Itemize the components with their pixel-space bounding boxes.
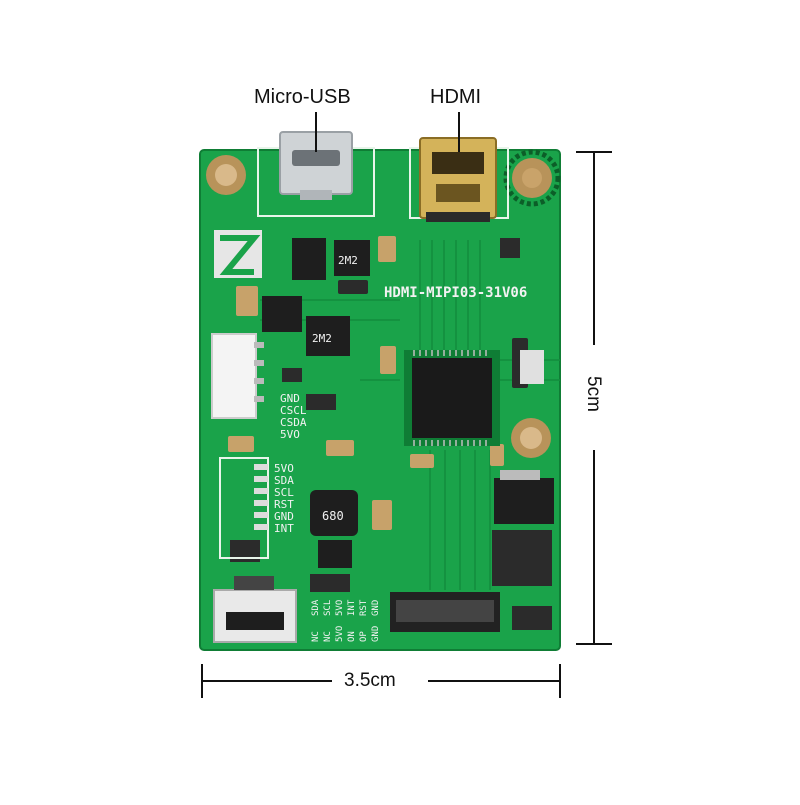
svg-text:CSCL: CSCL	[280, 404, 307, 417]
svg-text:SCL: SCL	[274, 486, 294, 499]
svg-text:ON: ON	[347, 631, 357, 642]
svg-text:5VO: 5VO	[280, 428, 300, 441]
svg-text:RST: RST	[274, 498, 294, 511]
svg-text:GND: GND	[274, 510, 294, 523]
hdmi-label: HDMI	[430, 86, 482, 109]
svg-text:RST: RST	[359, 599, 369, 616]
height-label: 5cm	[581, 376, 604, 412]
board-logo	[214, 230, 262, 278]
chip-label-1: 2M2	[338, 254, 358, 267]
fpc-pin-labels: SDA SCL 5VO INT RST GND NC NC 5VO ON OP …	[311, 599, 381, 642]
svg-text:GND: GND	[371, 600, 381, 616]
svg-text:OP: OP	[359, 631, 369, 642]
svg-text:SDA: SDA	[274, 474, 294, 487]
side-connector	[211, 333, 264, 419]
board-model-label: HDMI-MIPI03-31V06	[384, 285, 527, 301]
micro-usb-label: Micro-USB	[254, 86, 351, 109]
fpc-connector-left	[213, 576, 297, 643]
svg-text:NC: NC	[323, 631, 333, 642]
svg-text:NC: NC	[311, 631, 321, 642]
chip-label-2: 2M2	[312, 332, 332, 345]
svg-text:5VO: 5VO	[335, 600, 345, 616]
width-dimension	[201, 664, 561, 698]
svg-text:5VO: 5VO	[335, 626, 345, 642]
svg-text:CSDA: CSDA	[280, 416, 307, 429]
chip-label-3: 680	[322, 509, 344, 523]
svg-text:INT: INT	[274, 522, 294, 535]
connector-pin-labels-mid: 5VO SDA SCL RST GND INT	[274, 462, 294, 535]
svg-text:INT: INT	[347, 599, 357, 616]
svg-text:GND: GND	[280, 392, 300, 405]
width-label: 3.5cm	[344, 670, 396, 692]
pcb-board	[200, 150, 560, 650]
main-processor	[404, 350, 500, 446]
connector-pin-labels-top: GND CSCL CSDA 5VO	[280, 392, 307, 441]
svg-text:SDA: SDA	[311, 599, 321, 616]
mounting-holes	[206, 149, 561, 458]
svg-text:SCL: SCL	[323, 600, 333, 616]
svg-text:GND: GND	[371, 626, 381, 642]
fpc-connector-right	[390, 592, 500, 632]
svg-text:5VO: 5VO	[274, 462, 294, 475]
height-dimension	[576, 151, 612, 645]
hdmi-connector	[419, 137, 497, 222]
